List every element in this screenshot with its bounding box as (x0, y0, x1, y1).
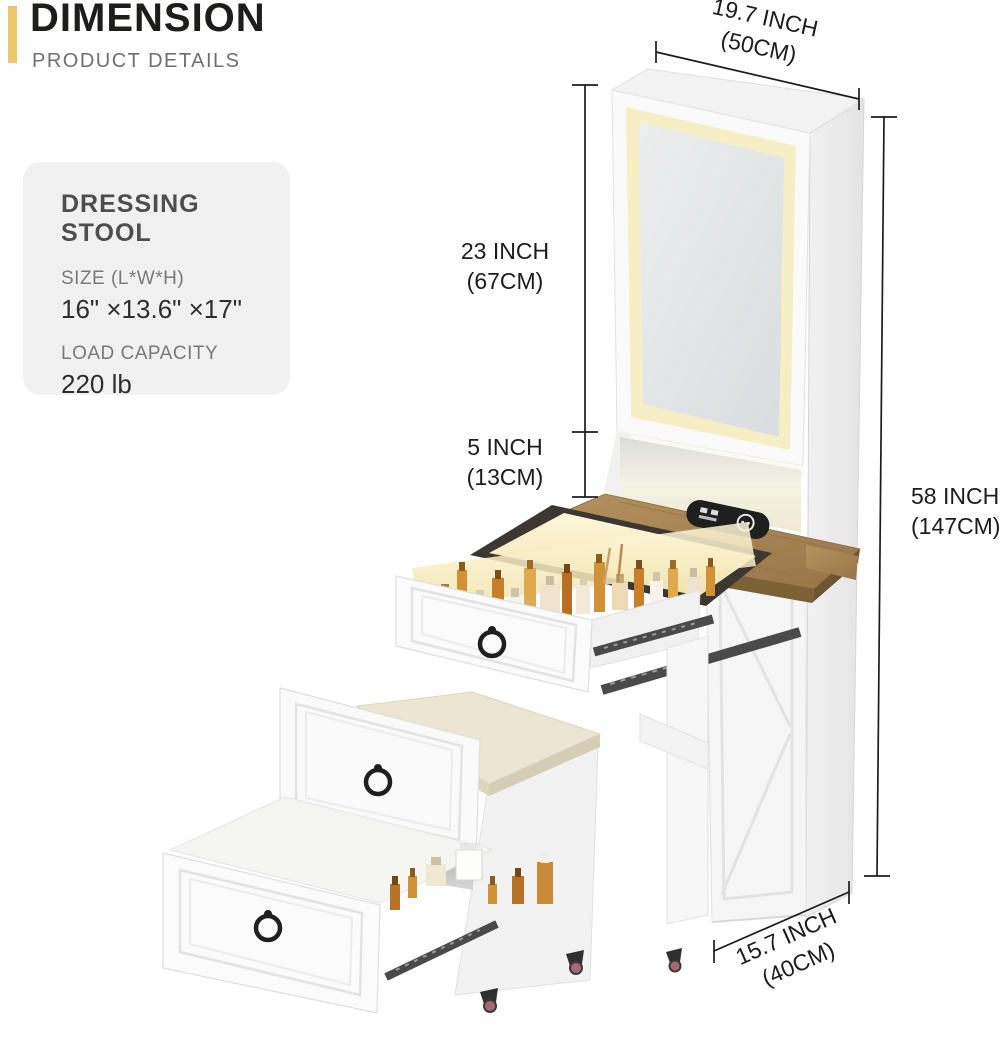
capacity-label: LOAD CAPACITY (61, 343, 219, 364)
dim-total-height-label: 58 INCH (147CM) (911, 483, 1000, 539)
size-label: SIZE (L*W*H) (61, 268, 185, 289)
dimension-lines (572, 41, 897, 963)
tower-side-panel (805, 98, 865, 918)
spec-card: DRESSING STOOL SIZE (L*W*H) 16" ×13.6" ×… (23, 162, 290, 399)
dim-mirror-gap-line (572, 84, 598, 498)
mirror-surface (639, 122, 784, 437)
dim-gap-height-label: 5 INCH (13CM) (466, 434, 544, 490)
stool-drawer-front (162, 852, 381, 1014)
barn-door-cabinet (705, 544, 807, 923)
open-shelf-alcove (604, 430, 801, 532)
capacity-value: 220 lb (61, 369, 132, 399)
dim-top-width-line (655, 41, 860, 110)
dim-depth-line (713, 881, 850, 963)
stool-drawer-cosmetics (390, 843, 553, 910)
mirror-cabinet (610, 68, 866, 479)
dim-mirror-height-label: 23 INCH (67CM) (460, 238, 550, 294)
stool-bottom-drawer-open (162, 796, 553, 1014)
size-value: 16" ×13.6" ×17" (61, 294, 242, 324)
desk-stretcher-bar (639, 713, 709, 770)
desktop-side-strip (806, 545, 858, 580)
spec-card-title: DRESSING STOOL (61, 190, 200, 247)
caster-wheels (480, 948, 682, 1013)
page-subtitle: PRODUCT DETAILS (32, 50, 241, 72)
dressing-stool (162, 687, 682, 1014)
drawer-ring-handle (477, 626, 507, 659)
accent-bar (8, 6, 17, 63)
desk-leg (639, 635, 709, 925)
page-title: DIMENSION (30, 0, 266, 40)
dim-total-height-line (864, 116, 897, 877)
stool-drawer-rail (384, 920, 499, 981)
